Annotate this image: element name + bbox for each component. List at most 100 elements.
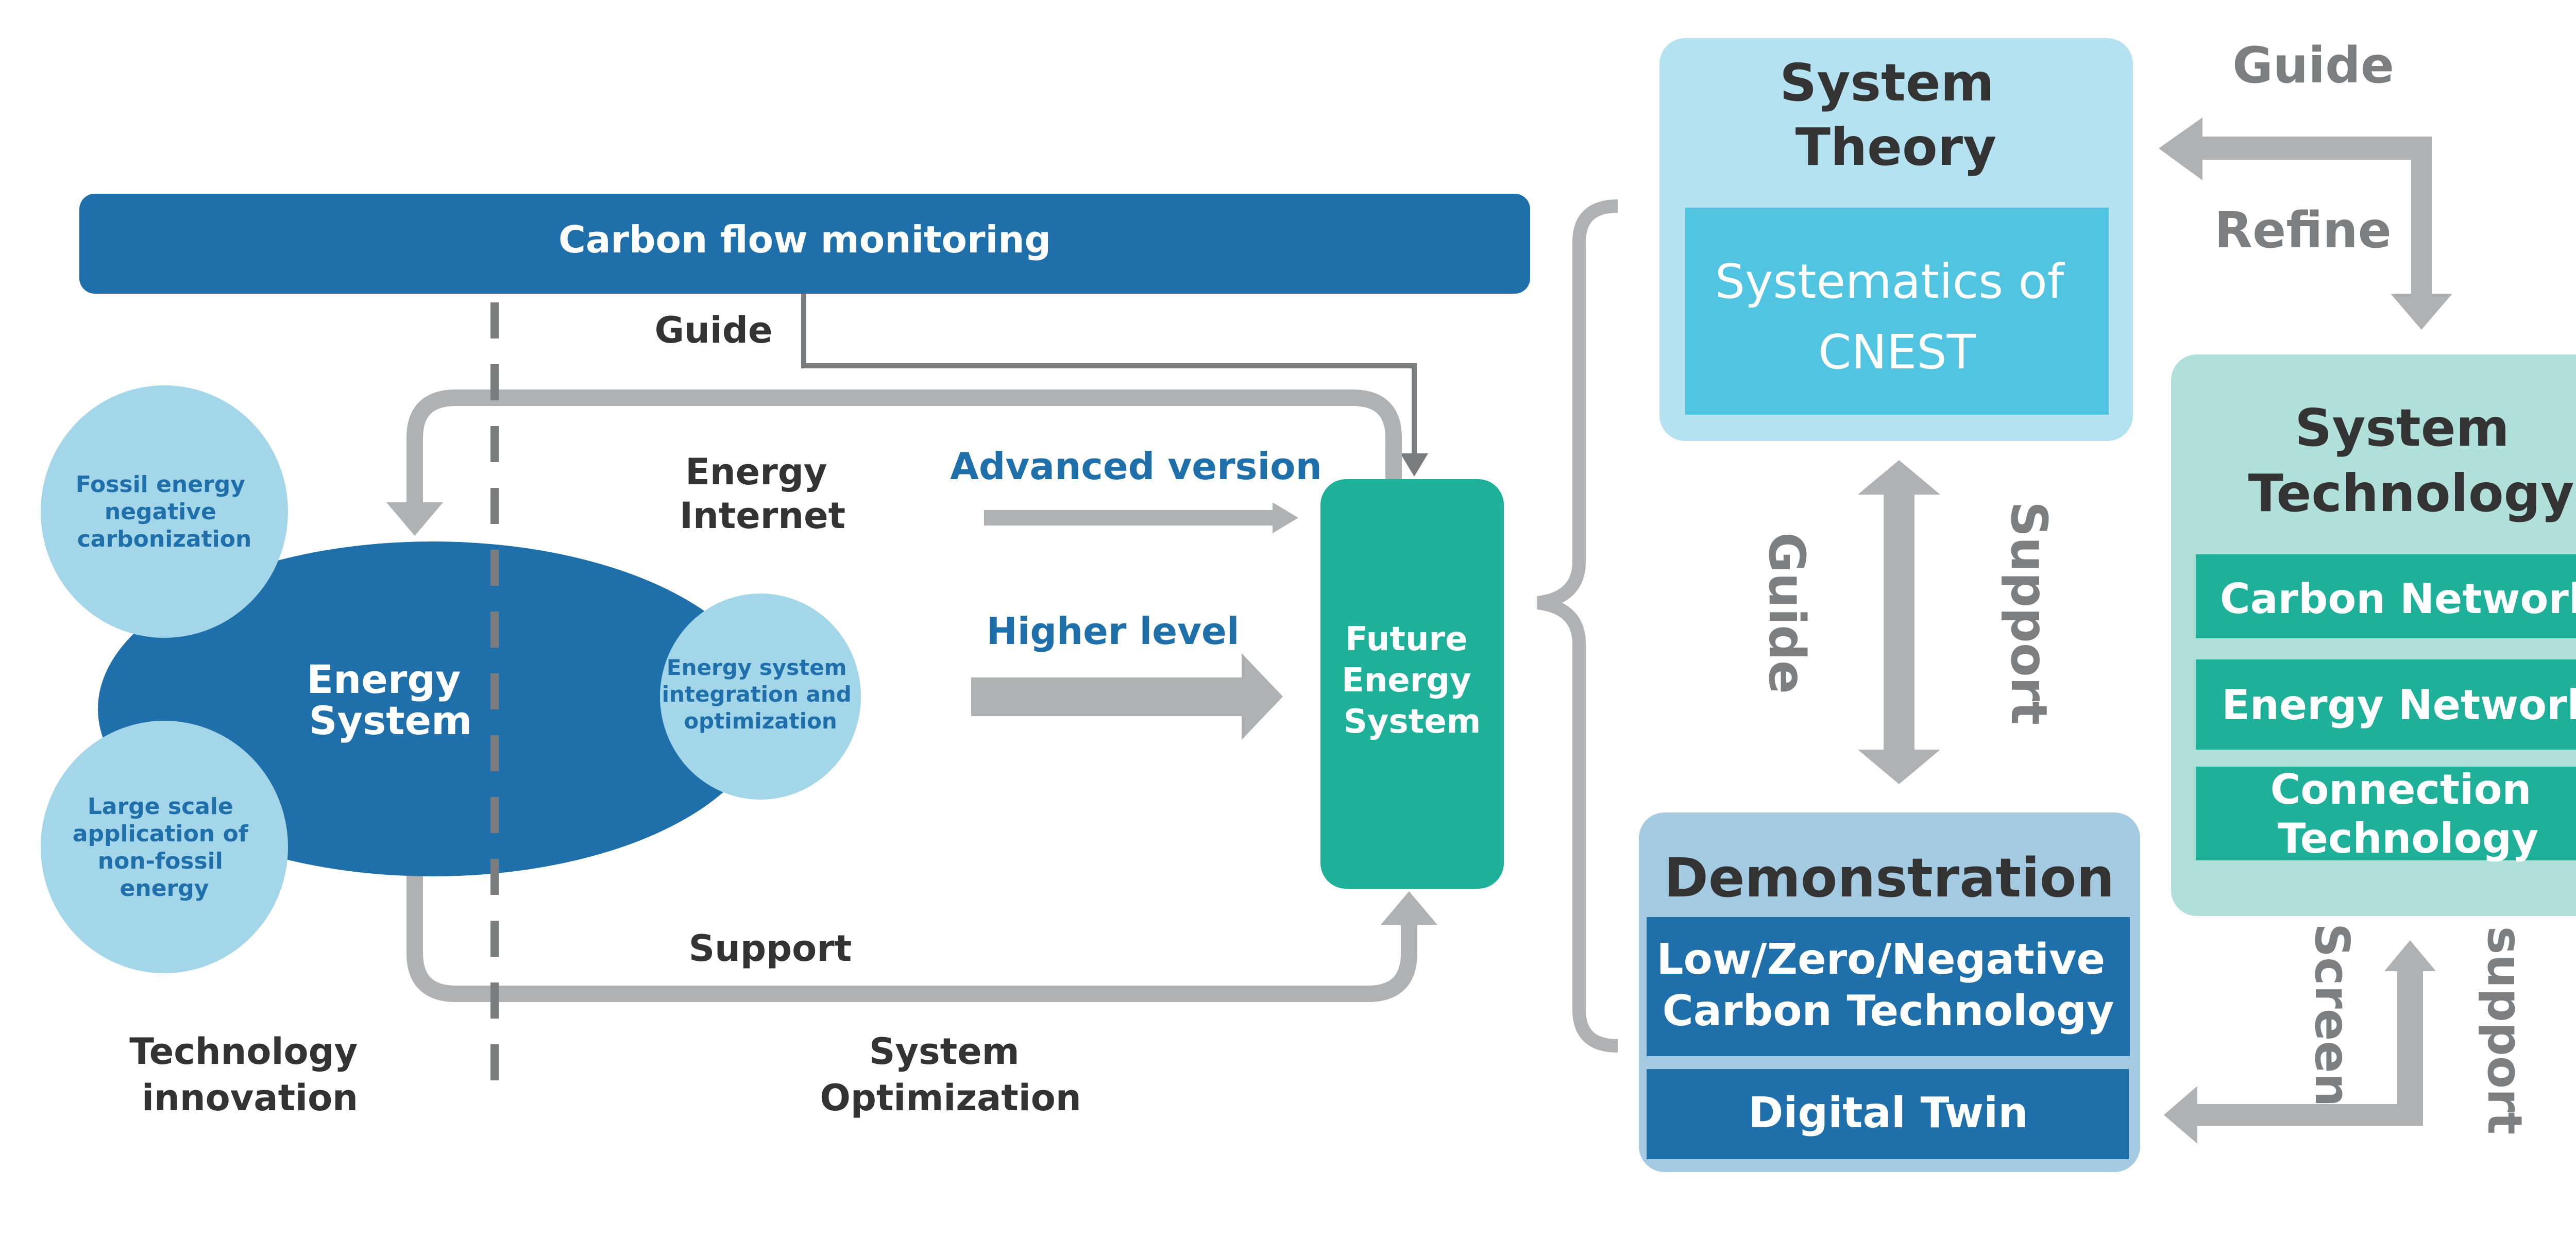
- guide-support-double-arrow: [1858, 460, 1940, 784]
- system-theory-line-2: Theory: [1795, 117, 1996, 177]
- low-zero-negative-label: Low/Zero/Negative Carbon Technology: [1656, 935, 2120, 1036]
- advanced-version-arrow: [984, 502, 1298, 533]
- connection-technology-bg: [2196, 767, 2576, 860]
- low-zero-negative-item[interactable]: Low/Zero/Negative Carbon Technology: [1647, 917, 2130, 1056]
- integration-circle-text: Energy system integration and optimizati…: [662, 655, 859, 734]
- fossil-circle-bg: [41, 385, 288, 638]
- cnest-box[interactable]: Systematics of CNEST: [1685, 208, 2109, 415]
- future-energy-system-box[interactable]: Future Energy System: [1320, 479, 1504, 889]
- low-zero-line-2: Carbon Technology: [1663, 987, 2114, 1036]
- guide-refine-arrow: [2159, 117, 2452, 330]
- energy-system-line-1: Energy: [307, 656, 461, 702]
- digital-twin-item[interactable]: Digital Twin: [1647, 1069, 2129, 1159]
- sys-opt-line-2: Optimization: [820, 1077, 1081, 1119]
- system-optimization-label: System Optimization: [820, 1030, 1081, 1119]
- screen-up-arrowhead-icon: [2384, 940, 2436, 971]
- integration-circle[interactable]: Energy system integration and optimizati…: [660, 594, 861, 800]
- system-technology-panel[interactable]: System Technology Carbon Network Energy …: [2171, 354, 2576, 916]
- loop-bottom-path: [406, 871, 1417, 1002]
- system-technology-title: System Technology: [2248, 398, 2574, 523]
- integration-circle-bg: [660, 594, 861, 800]
- low-zero-negative-bg: [1647, 917, 2130, 1056]
- system-theory-title: System Theory: [1780, 53, 2012, 177]
- higher-arrowhead-icon: [1242, 653, 1283, 740]
- connection-line-2: Technology: [2278, 815, 2538, 862]
- double-arrow-up-icon: [1858, 460, 1940, 495]
- guide-label: Guide: [655, 309, 773, 351]
- system-theory-line-1: System: [1780, 53, 1994, 113]
- digital-twin-label: Digital Twin: [1748, 1089, 2028, 1138]
- sys-opt-line-1: System: [869, 1030, 1020, 1073]
- left-shaft: [2195, 1104, 2423, 1126]
- energy-system-label: Energy System: [307, 656, 474, 743]
- loop-top-path: [406, 389, 1402, 505]
- energy-network-label: Energy Network: [2222, 681, 2576, 729]
- fossil-line-2: negative: [105, 499, 216, 525]
- cnest-line-2: CNEST: [1818, 325, 1976, 380]
- nonfossil-line-4: energy: [120, 875, 209, 902]
- up-shaft: [2397, 969, 2423, 1126]
- screen-label: Screen: [2304, 923, 2360, 1107]
- energy-network-item[interactable]: Energy Network: [2196, 659, 2576, 750]
- nonfossil-energy-circle[interactable]: Large scale application of non-fossil en…: [41, 721, 288, 973]
- energy-system-line-2: System: [309, 698, 472, 743]
- cnest-box-text: Systematics of CNEST: [1715, 254, 2079, 380]
- system-technology-line-2: Technology: [2248, 463, 2574, 523]
- carbon-network-item[interactable]: Carbon Network: [2196, 554, 2576, 638]
- system-theory-panel[interactable]: System Theory Systematics of CNEST: [1659, 38, 2133, 441]
- support-label: Support: [689, 927, 852, 970]
- support-lower-label: support: [2477, 926, 2532, 1135]
- fossil-circle-text: Fossil energy negative carbonization: [76, 471, 253, 552]
- connection-technology-item[interactable]: Connection Technology: [2196, 766, 2576, 862]
- energy-internet-label: Energy Internet: [680, 451, 845, 537]
- integration-line-3: optimization: [684, 708, 837, 734]
- future-line-1: Future: [1345, 620, 1467, 658]
- connection-technology-label: Connection Technology: [2270, 766, 2546, 862]
- integration-line-1: Energy system: [667, 655, 847, 680]
- screen-support-arrow: [2164, 940, 2436, 1144]
- nonfossil-circle-bg: [41, 721, 288, 973]
- demonstration-panel[interactable]: Demonstration Low/Zero/Negative Carbon T…: [1639, 812, 2140, 1172]
- monitoring-bar-bg: [79, 194, 1530, 294]
- cnest-box-bg: [1685, 208, 2109, 415]
- nonfossil-circle-text: Large scale application of non-fossil en…: [73, 793, 256, 902]
- integration-line-2: integration and: [662, 682, 852, 707]
- monitoring-bar-label: Carbon flow monitoring: [558, 218, 1051, 261]
- advanced-arrow-shaft: [984, 510, 1278, 526]
- advanced-arrowhead-icon: [1273, 502, 1298, 533]
- fossil-energy-circle[interactable]: Fossil energy negative carbonization: [41, 385, 288, 638]
- energy-internet-line-1: Energy: [685, 451, 827, 493]
- low-zero-line-1: Low/Zero/Negative: [1656, 935, 2105, 984]
- nonfossil-line-1: Large scale: [88, 793, 233, 820]
- fossil-line-1: Fossil energy: [76, 471, 245, 498]
- support-vertical-label: Support: [2000, 501, 2058, 725]
- future-line-2: Energy: [1342, 662, 1471, 700]
- higher-level-label: Higher level: [986, 609, 1239, 653]
- curly-brace: [1537, 199, 1618, 1053]
- nonfossil-line-2: application of: [73, 821, 249, 847]
- demonstration-title: Demonstration: [1664, 846, 2115, 909]
- future-box-text: Future Energy System: [1342, 620, 1483, 741]
- guide-vertical-label: Guide: [1758, 532, 1816, 694]
- guide-connector: [801, 294, 1428, 477]
- support-loop-bottom: [406, 871, 1437, 1002]
- up-arrowhead-icon: [1381, 891, 1437, 925]
- guide-top-label: Guide: [2232, 37, 2394, 94]
- carbon-network-label: Carbon Network: [2220, 575, 2576, 623]
- future-line-3: System: [1344, 703, 1481, 741]
- carbon-flow-monitoring-bar[interactable]: Carbon flow monitoring: [79, 194, 1530, 294]
- technology-innovation-label: Technology innovation: [129, 1030, 370, 1119]
- down-arrowhead-icon: [386, 502, 443, 536]
- guide-arrowhead-icon: [1400, 453, 1428, 477]
- digital-twin-bg: [1647, 1069, 2129, 1159]
- double-arrow-shaft: [1884, 495, 1914, 752]
- feedback-loop-top: [386, 389, 1402, 536]
- carbon-network-bg: [2196, 554, 2576, 638]
- fossil-line-3: carbonization: [77, 526, 252, 552]
- energy-network-bg: [2196, 659, 2576, 750]
- refine-label: Refine: [2214, 201, 2392, 259]
- tech-innov-line-1: Technology: [129, 1030, 358, 1073]
- cnest-line-1: Systematics of: [1715, 254, 2065, 309]
- screen-left-arrowhead-icon: [2164, 1086, 2197, 1144]
